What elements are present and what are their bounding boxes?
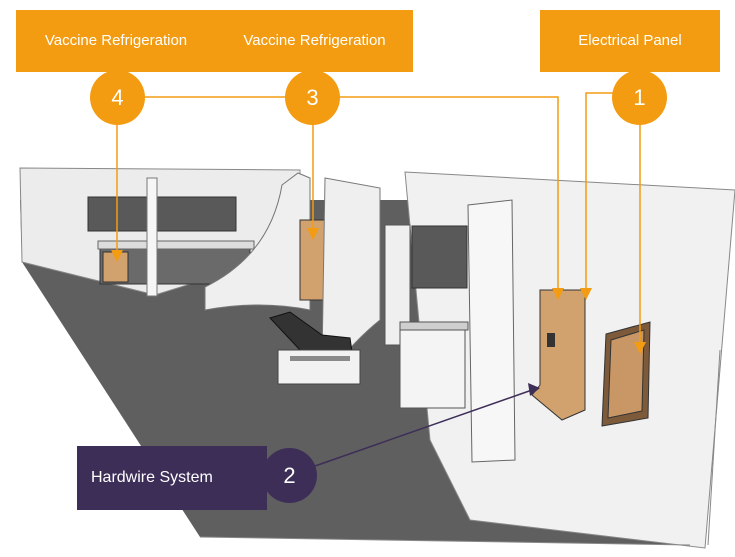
floor-edge	[199, 536, 691, 546]
marker-3: 3	[285, 70, 340, 125]
counter-room4	[97, 240, 255, 250]
column-room4	[146, 177, 158, 297]
curved-partition	[204, 172, 311, 311]
arrowhead-2	[528, 383, 540, 396]
arrowhead-3-unit	[552, 288, 564, 300]
label-hardwire-system: Hardwire System	[77, 446, 267, 510]
marker-4: 4	[90, 70, 145, 125]
label-vaccine-refrigeration-4: Vaccine Refrigeration	[16, 10, 216, 72]
counter-room2	[399, 321, 469, 331]
label-vaccine-refrigeration-3: Vaccine Refrigeration	[216, 10, 413, 72]
marker-1: 1	[612, 70, 667, 125]
wall-edge-right	[707, 349, 721, 546]
exam-table-stripe	[290, 356, 350, 361]
electrical-panel-door	[607, 329, 645, 419]
leader-line-2	[314, 389, 533, 467]
leader-line-1-unit	[585, 92, 614, 298]
leader-line-3-unit	[340, 96, 559, 290]
wall-mounted-unit	[531, 289, 586, 421]
upper-cabinets-room2	[411, 225, 468, 289]
unit-display	[547, 333, 555, 347]
exam-table-base	[277, 349, 361, 385]
label-electrical-panel: Electrical Panel	[540, 10, 720, 72]
arrowhead-4	[111, 250, 123, 262]
arrowhead-1-unit	[580, 288, 592, 300]
upper-cabinets-room4	[87, 196, 237, 232]
arrowhead-3	[307, 228, 319, 240]
tall-column	[467, 199, 516, 463]
arrowhead-1-panel	[634, 342, 646, 354]
lower-cabinets-room2	[399, 327, 466, 409]
marker-2: 2	[262, 448, 317, 503]
